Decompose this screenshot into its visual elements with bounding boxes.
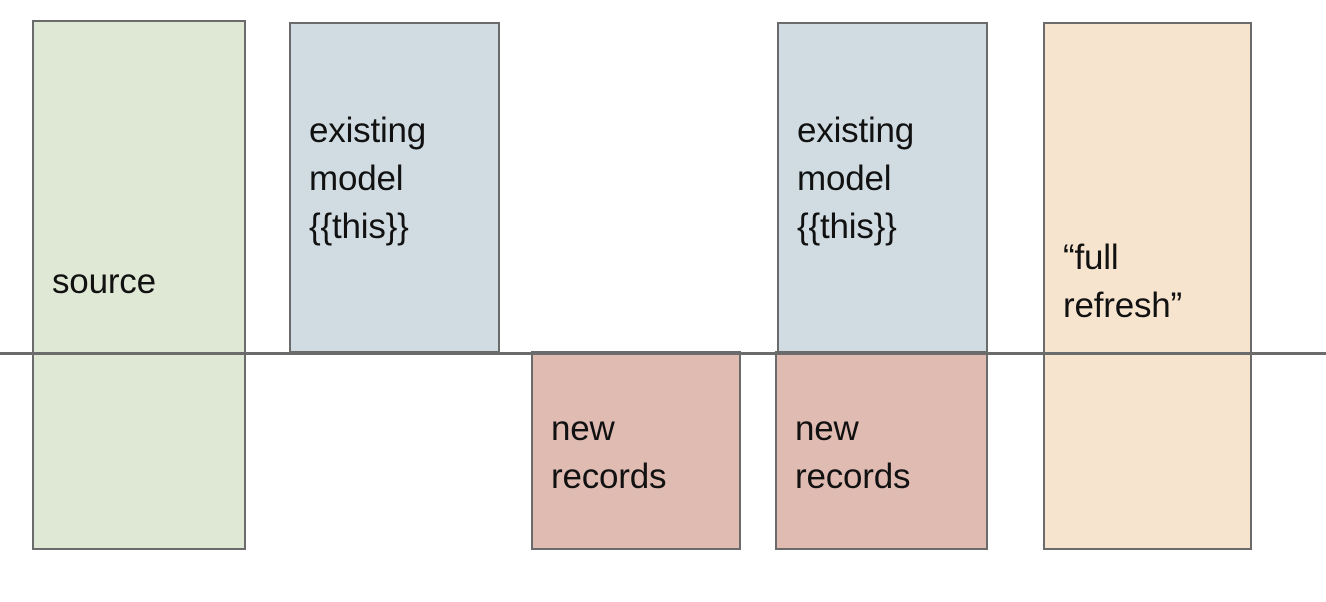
block-existing-model-2[interactable]: existing model {{this}} — [777, 22, 988, 353]
block-full-refresh[interactable]: “full refresh” — [1043, 22, 1252, 550]
block-new-records-2-label: new records — [795, 408, 911, 496]
block-source-label: source — [52, 262, 156, 301]
block-existing-model-1[interactable]: existing model {{this}} — [289, 22, 500, 353]
block-full-refresh-label: “full refresh” — [1063, 238, 1182, 325]
horizontal-divider-line — [0, 352, 1326, 355]
block-existing-model-1-label: existing model {{this}} — [309, 110, 427, 246]
block-source[interactable]: source — [32, 20, 246, 550]
block-new-records-1-label: new records — [551, 408, 667, 496]
block-existing-model-2-label: existing model {{this}} — [797, 110, 915, 246]
block-new-records-2[interactable]: new records — [775, 351, 988, 550]
block-new-records-1[interactable]: new records — [531, 351, 741, 550]
